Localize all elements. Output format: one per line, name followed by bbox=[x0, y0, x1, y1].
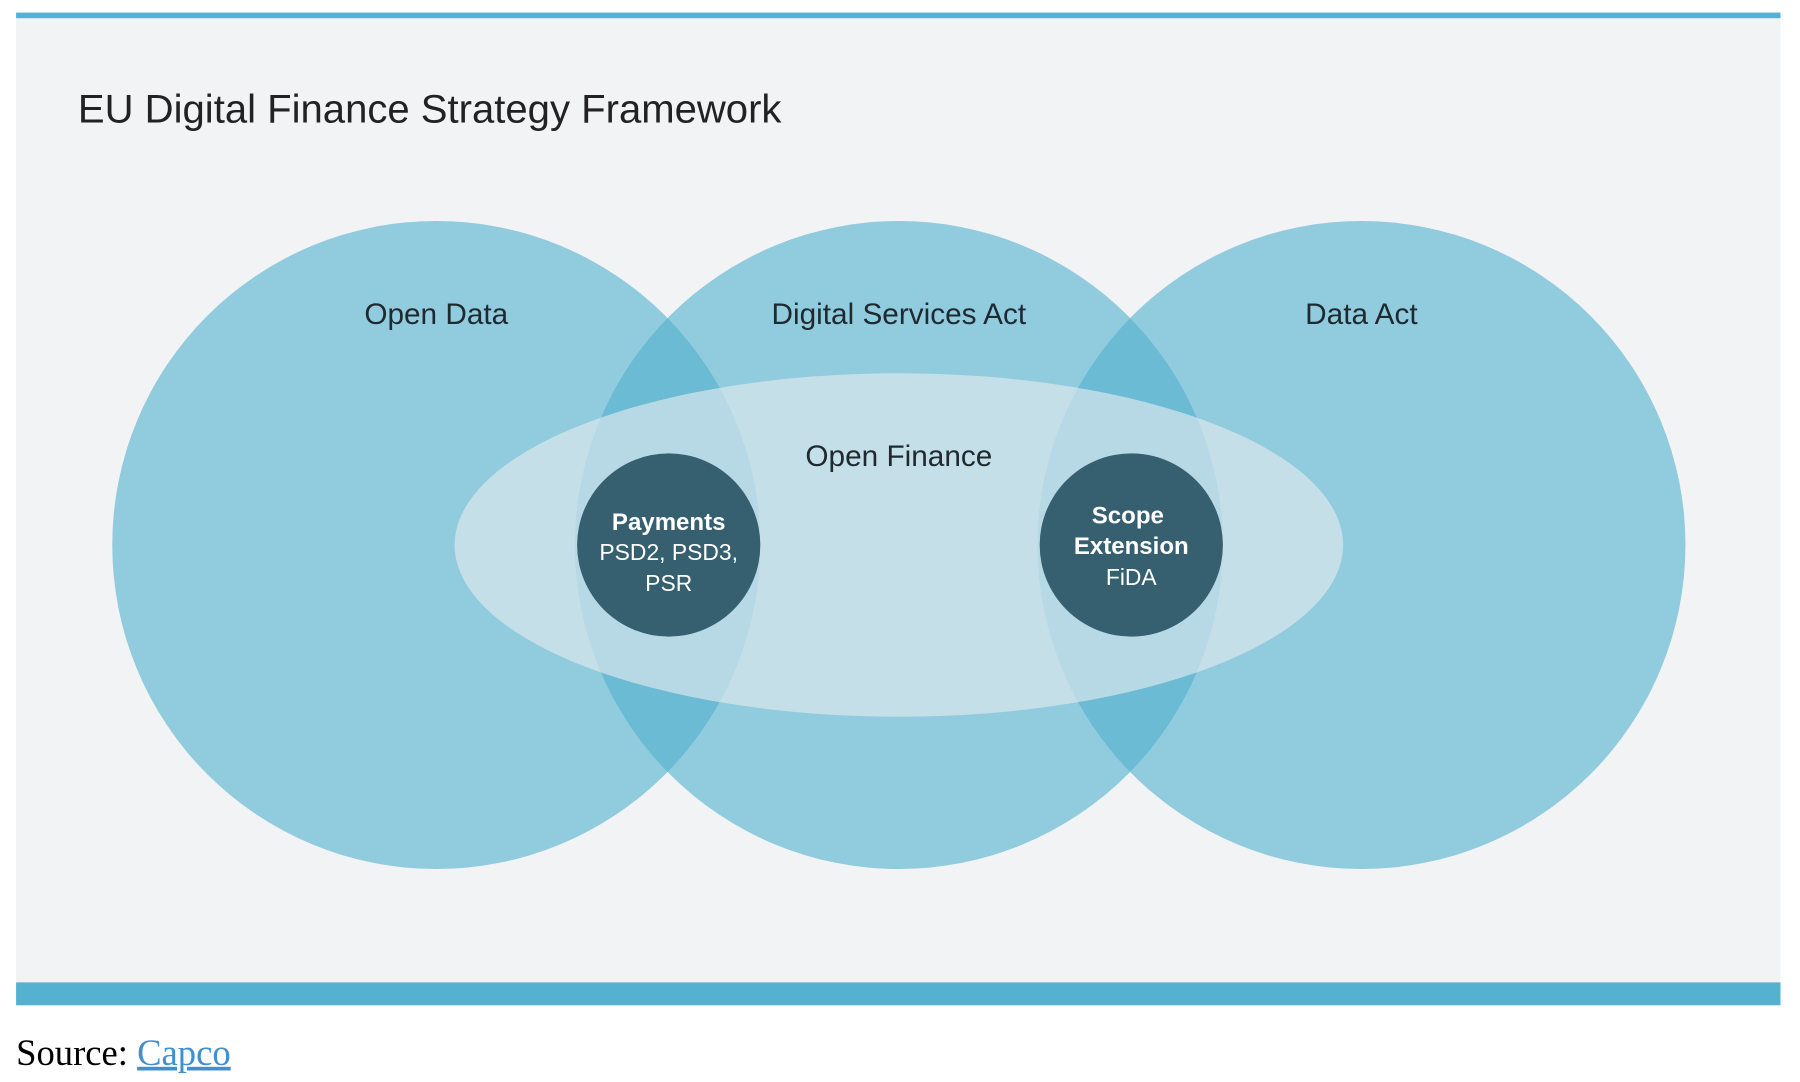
label-open-finance: Open Finance bbox=[805, 440, 992, 473]
label-open-data: Open Data bbox=[364, 298, 508, 331]
label-digital-services-act: Digital Services Act bbox=[772, 298, 1027, 331]
scope-line1: FiDA bbox=[1106, 564, 1158, 590]
payments-line1: PSD2, PSD3, bbox=[599, 539, 738, 565]
source-label: Source: bbox=[16, 1032, 128, 1073]
diagram-title: EU Digital Finance Strategy Framework bbox=[78, 88, 783, 132]
top-bar bbox=[16, 12, 1781, 19]
bottom-bar bbox=[16, 982, 1781, 1006]
payments-line2: PSR bbox=[645, 570, 692, 596]
circle-scope-extension bbox=[1039, 453, 1223, 637]
scope-title1: Scope bbox=[1092, 502, 1164, 529]
circle-open-data bbox=[112, 220, 761, 870]
source-caption: Source: Capco bbox=[16, 1032, 231, 1073]
scope-title2: Extension bbox=[1074, 533, 1189, 560]
label-data-act: Data Act bbox=[1305, 298, 1418, 331]
payments-title: Payments bbox=[612, 509, 726, 536]
source-link[interactable]: Capco bbox=[137, 1032, 231, 1073]
circle-data-act bbox=[1037, 220, 1686, 870]
circle-payments bbox=[577, 453, 761, 637]
